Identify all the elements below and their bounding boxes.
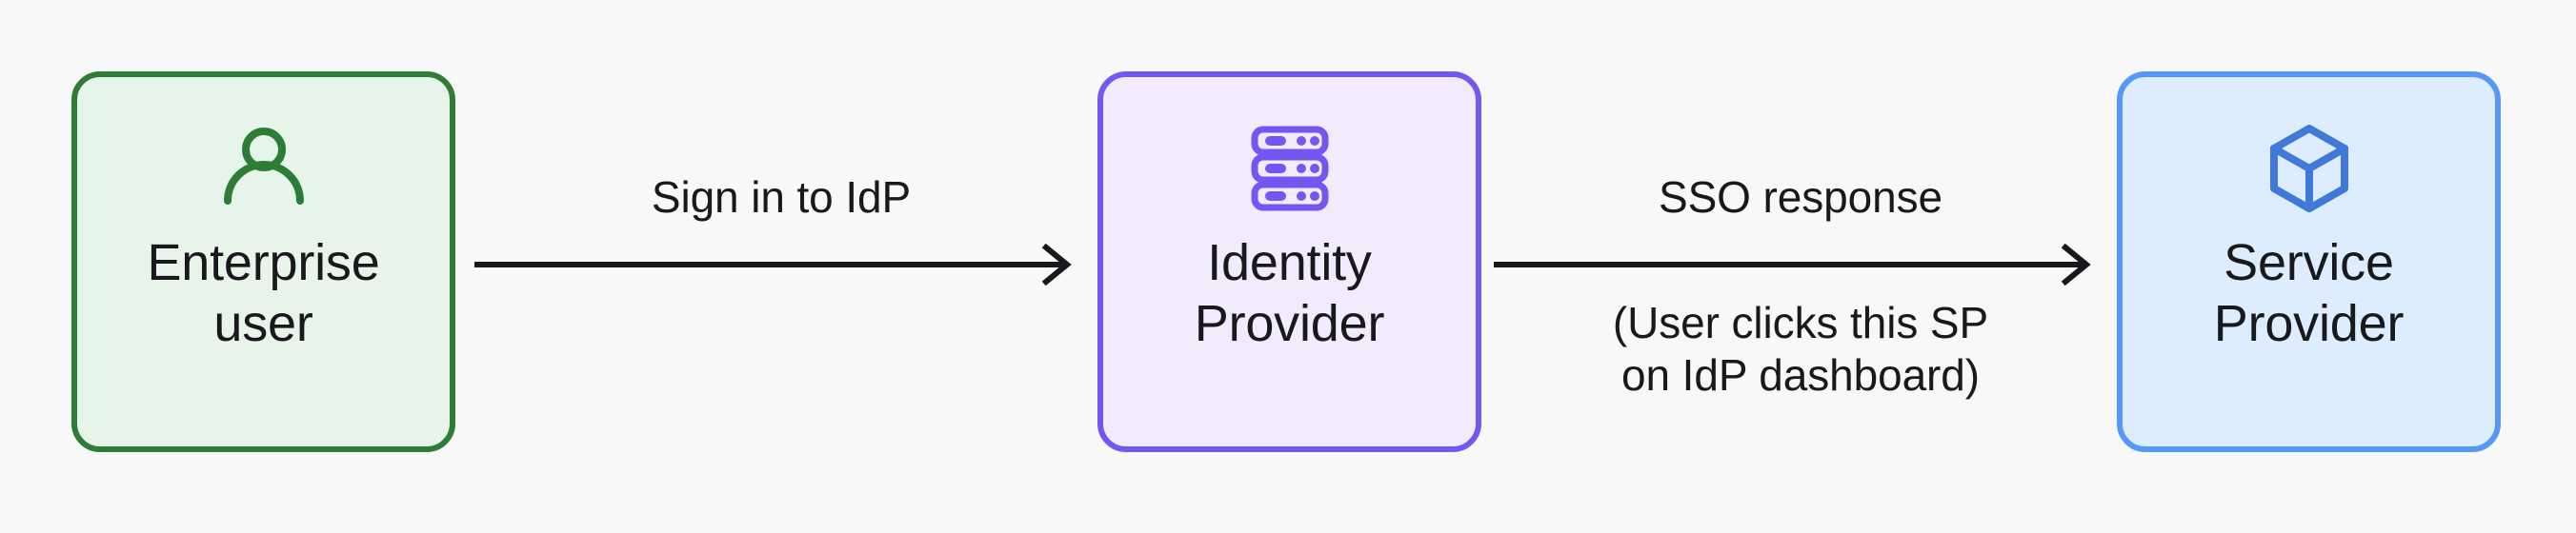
node-label-line-2: user [213, 294, 313, 352]
node-label-service-provider: Service Provider [2152, 233, 2466, 354]
node-label-line-1: Service [2224, 234, 2394, 291]
arrow-idp-to-sp [1494, 243, 2107, 286]
edge-label-sign-in-to-idp: Sign in to IdP [474, 171, 1088, 224]
node-label-identity-provider: Identity Provider [1133, 233, 1447, 354]
edge-note-line-2: on IdP dashboard) [1621, 350, 1980, 401]
edge-label-text: SSO response [1659, 172, 1942, 222]
user-icon [216, 121, 312, 216]
node-service-provider[interactable]: Service Provider [2117, 71, 2501, 452]
edge-label-text: Sign in to IdP [651, 172, 912, 222]
node-enterprise-user[interactable]: Enterprise user [71, 71, 455, 452]
arrow-user-to-idp [474, 243, 1088, 286]
edge-label-sso-response: SSO response [1494, 171, 2107, 224]
edge-label-sso-note: (User clicks this SP on IdP dashboard) [1465, 297, 2136, 402]
node-label-line-1: Enterprise [147, 234, 380, 291]
cube-icon [2262, 121, 2357, 216]
node-identity-provider[interactable]: Identity Provider [1097, 71, 1481, 452]
server-icon [1242, 121, 1338, 216]
node-label-enterprise-user: Enterprise user [107, 233, 421, 354]
node-label-line-2: Provider [2213, 294, 2405, 352]
node-label-line-2: Provider [1194, 294, 1385, 352]
edge-note-line-1: (User clicks this SP [1612, 298, 1989, 347]
node-label-line-1: Identity [1207, 234, 1372, 291]
